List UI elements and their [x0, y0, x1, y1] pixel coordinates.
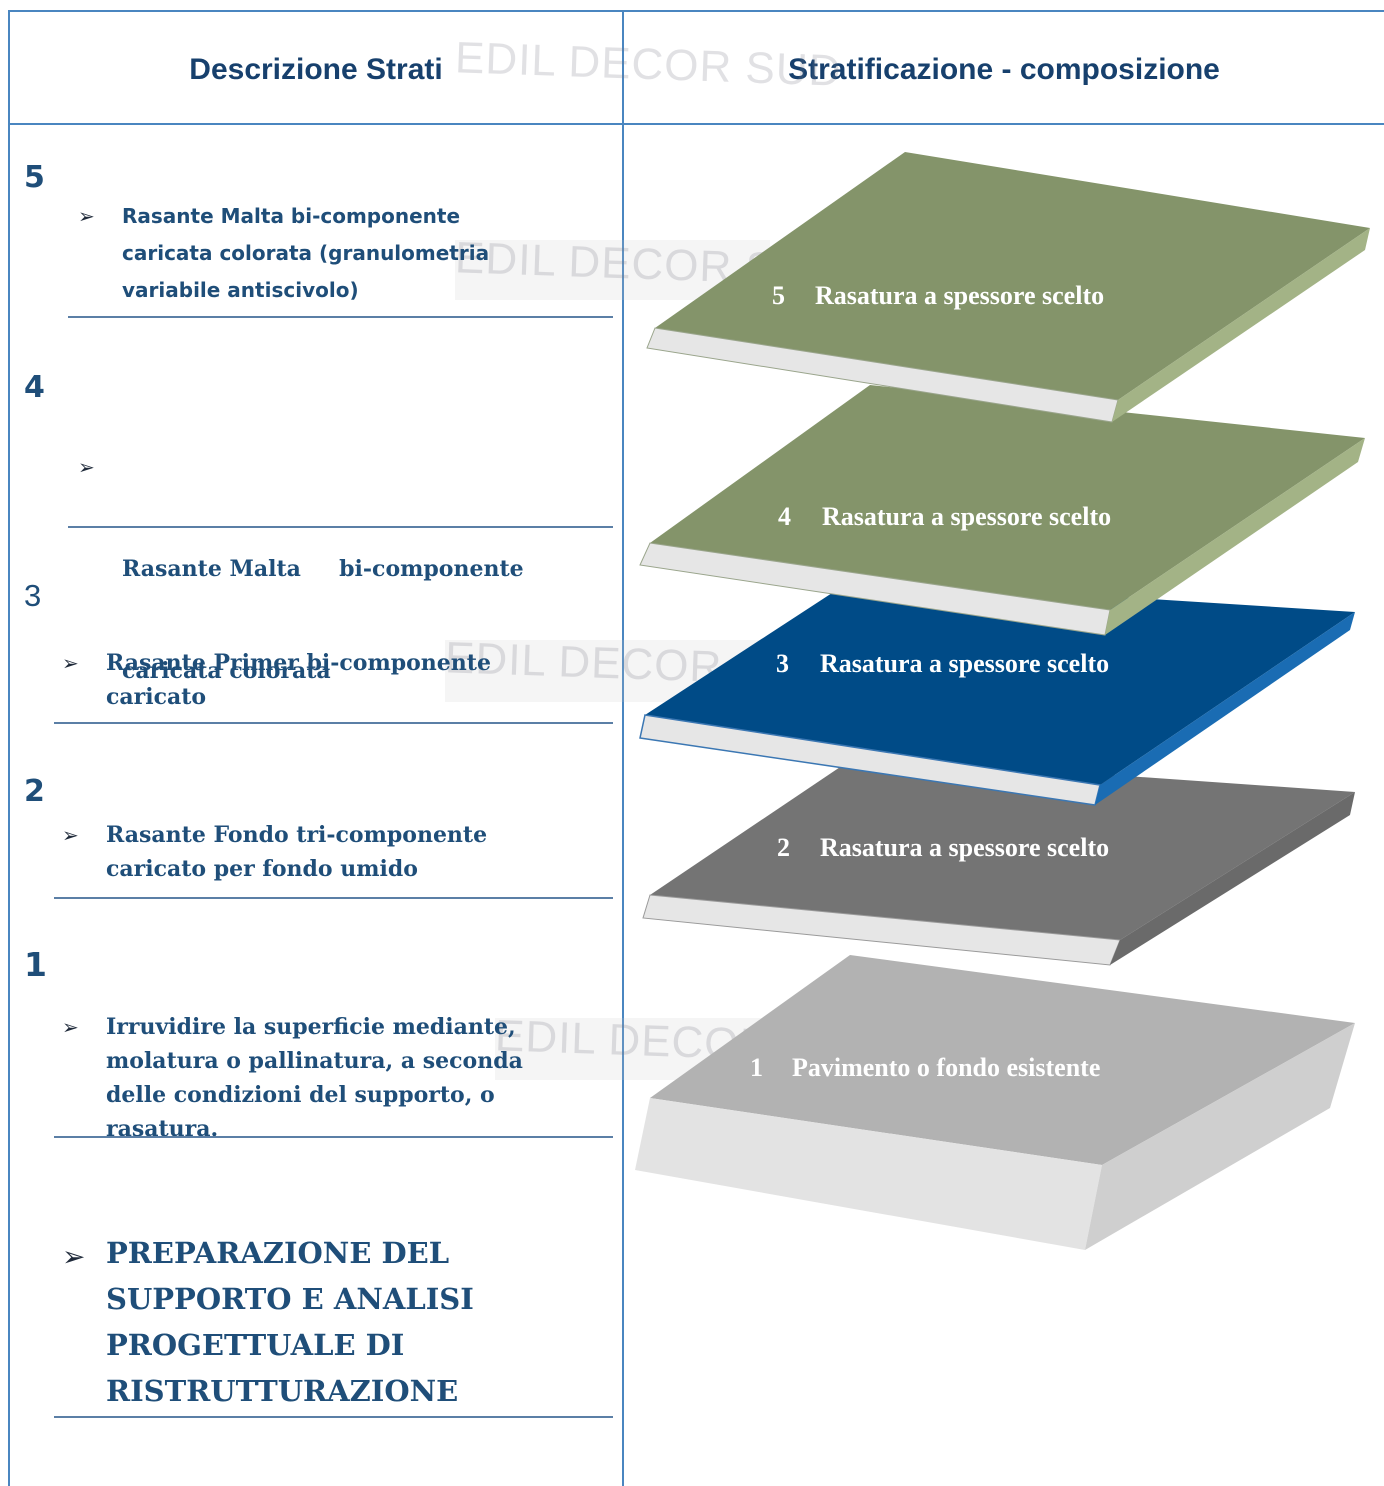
plate-1-label: Pavimento o fondo esistente: [792, 1053, 1100, 1082]
layer-description-4: ➢ Rasante Malta bi-componente caricata c…: [78, 450, 622, 722]
plate-4-side: [1105, 438, 1365, 635]
layer-number-5: 5: [24, 160, 45, 195]
layer-number-1: 1: [24, 945, 47, 984]
layer-number-3: 3: [24, 578, 42, 613]
frame-left: [8, 10, 10, 1486]
description-line: caricata colorata (granulometria: [122, 241, 490, 265]
plate-3-top: [645, 580, 1355, 785]
plate-1-number: 1: [750, 1053, 763, 1082]
right-column-title: Stratificazione - composizione: [788, 53, 1220, 86]
preparation-heading: ➢ PREPARAZIONE DEL SUPPORTO E ANALISI PR…: [62, 1230, 646, 1414]
plate-2: 2 Rasatura a spessore scelto: [642, 757, 1355, 966]
layer-description-1: ➢ Irruvidire la superficie mediante, mol…: [62, 1010, 636, 1146]
plate-4: 4 Rasatura a spessore scelto: [639, 385, 1365, 636]
preparation-line: SUPPORTO E ANALISI: [106, 1282, 474, 1316]
preparation-line: PROGETTUALE DI: [106, 1328, 405, 1362]
description-line: caricata colorata: [122, 658, 331, 684]
frame-divider: [622, 10, 624, 1486]
header-bottom-line: [8, 123, 1384, 125]
layer-description-5: ➢ Rasante Malta bi-componente caricata c…: [78, 198, 602, 309]
frame-top: [8, 10, 1384, 12]
layer-number-2: 2: [24, 774, 45, 809]
plate-2-label: Rasatura a spessore scelto: [820, 833, 1109, 862]
separator-line: [54, 722, 613, 724]
separator-line: [54, 1416, 613, 1418]
separator-line: [68, 526, 613, 528]
description-line: caricato: [106, 684, 207, 710]
plate-3: 3 Rasatura a spessore scelto: [639, 580, 1355, 806]
plate-5: 5 Rasatura a spessore scelto: [646, 152, 1370, 423]
layer-number-4: 4: [24, 370, 45, 405]
plate-2-side: [1110, 792, 1355, 965]
separator-line: [54, 897, 613, 899]
description-line: variabile antiscivolo): [122, 278, 359, 302]
description-line: Rasante Malta bi-componente: [122, 204, 461, 228]
arrow-bullet-icon: ➢: [62, 823, 79, 847]
description-line: caricato per fondo umido: [106, 856, 418, 882]
plate-1: 1 Pavimento o fondo esistente: [635, 955, 1355, 1250]
plate-3-number: 3: [776, 649, 789, 678]
layer-description-3: ➢ Rasante Primer bi-componente caricato: [62, 646, 606, 714]
description-line: Rasante Fondo tri-componente: [106, 822, 488, 848]
plate-1-side: [1085, 1023, 1355, 1250]
separator-line: [68, 316, 613, 318]
plate-2-top: [650, 757, 1355, 940]
separator-line: [54, 1136, 613, 1138]
arrow-bullet-icon: ➢: [78, 455, 95, 479]
plate-5-side: [1112, 228, 1370, 422]
description-line: Rasante Primer bi-componente: [106, 650, 491, 676]
arrow-bullet-icon: ➢: [62, 1240, 86, 1273]
arrow-bullet-icon: ➢: [62, 1015, 79, 1039]
plate-5-number: 5: [772, 281, 785, 310]
plate-3-side: [1095, 612, 1355, 805]
plate-2-number: 2: [777, 833, 790, 862]
preparation-line: RISTRUTTURAZIONE: [106, 1374, 459, 1408]
description-line: molatura o pallinatura, a seconda: [106, 1048, 523, 1074]
plate-5-top: [655, 152, 1370, 400]
left-column-title: Descrizione Strati: [189, 53, 443, 86]
arrow-bullet-icon: ➢: [62, 651, 79, 675]
plate-4-top: [650, 385, 1365, 610]
description-line: Rasante Malta bi-componente: [122, 556, 524, 582]
description-line: Irruvidire la superficie mediante,: [106, 1014, 516, 1040]
description-line: delle condizioni del supporto, o: [106, 1082, 495, 1108]
preparation-line: PREPARAZIONE DEL: [106, 1236, 450, 1270]
layer-description-2: ➢ Rasante Fondo tri-componente caricato …: [62, 818, 606, 886]
plate-5-label: Rasatura a spessore scelto: [815, 281, 1104, 310]
plate-1-front: [635, 1098, 1102, 1250]
plate-1-top: [650, 955, 1355, 1165]
plate-3-label: Rasatura a spessore scelto: [820, 649, 1109, 678]
arrow-bullet-icon: ➢: [78, 204, 95, 228]
plate-4-number: 4: [778, 502, 791, 531]
plate-4-label: Rasatura a spessore scelto: [822, 502, 1111, 531]
